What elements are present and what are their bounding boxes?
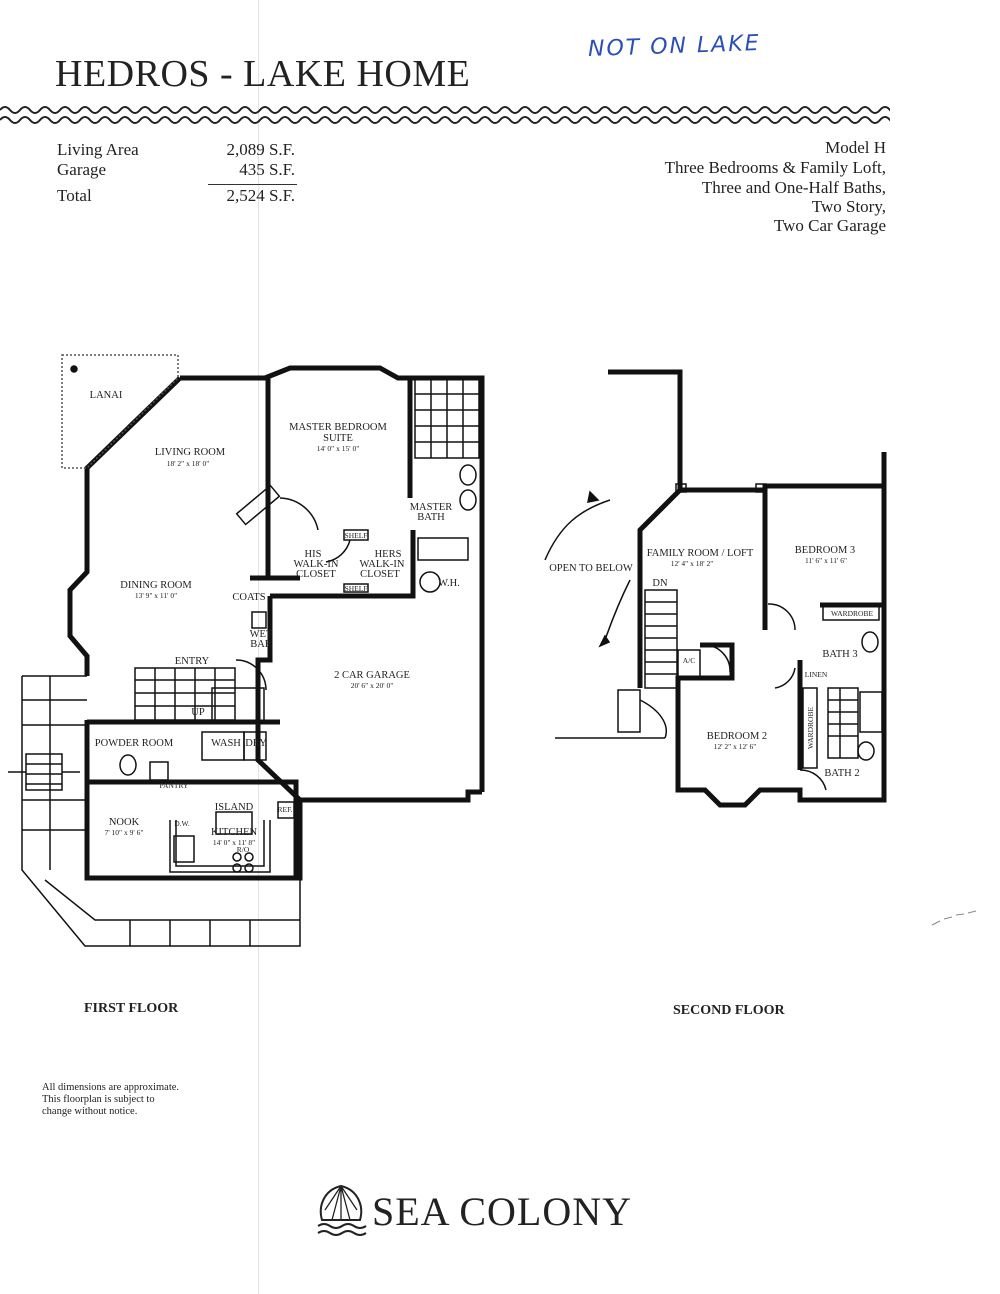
handwritten-note: NOT ON LAKE [587,30,761,63]
dishwasher-label: D.W. [174,819,190,828]
bedroom3-label: BEDROOM 3 [795,545,855,556]
pantry-label: PANTRY [160,781,189,790]
seashell-logo-icon [317,1184,367,1236]
garage-room-label: 2 CAR GARAGE [334,670,410,681]
model-stories: Two Story, [811,197,886,216]
page-title: HEDROS - LAKE HOME [55,53,471,95]
dryer-label: DRY [245,738,267,749]
kitchen-label: KITCHEN [211,827,257,838]
disclaimer-line: All dimensions are approximate. [42,1082,180,1093]
wave-divider [0,106,890,124]
wardrobe-label: WARDROBE [831,609,874,618]
powder-room-label: POWDER ROOM [95,738,174,749]
nook-dim: 7' 10" x 9' 6" [105,828,144,837]
model-baths: Three and One-Half Baths, [701,178,886,197]
lanai-label: LANAI [90,390,123,401]
linen-label: LINEN [805,670,828,679]
bath3-label: BATH 3 [822,649,857,660]
bath2-label: BATH 2 [824,768,859,779]
second-floor-title: SECOND FLOOR [673,1003,785,1018]
water-heater-label: W.H. [438,578,460,589]
pen-scratch [931,910,977,926]
living-area-label: Living Area [57,140,139,159]
master-bedroom-dim: 14' 0" x 15' 0" [317,444,360,453]
dining-room-label: DINING ROOM [120,580,192,591]
master-bath-label-2: BATH [417,512,445,523]
total-value: 2,524 S.F. [226,186,295,205]
model-garage: Two Car Garage [773,216,886,235]
washer-label: WASH [211,738,241,749]
garage-room-dim: 20' 6" x 20' 0" [351,681,394,690]
dining-room-dim: 13' 9" x 11' 0" [135,591,177,600]
island-label: ISLAND [215,802,254,813]
first-floor-title: FIRST FLOOR [84,1001,179,1016]
bedroom2-dim: 12' 2" x 12' 6" [714,742,757,751]
garage-value: 435 S.F. [239,160,295,179]
living-area-value: 2,089 S.F. [226,140,295,159]
hers-closet-label: HERS [375,549,402,560]
ac-label: A/C [683,656,696,665]
refrigerator-label: REF. [277,805,292,814]
open-to-below-label: OPEN TO BELOW [549,563,633,574]
hers-closet-label-3: CLOSET [360,569,400,580]
living-room-label: LIVING ROOM [155,447,226,458]
model-bedrooms: Three Bedrooms & Family Loft, [664,158,886,177]
his-closet-label: HIS [305,549,322,560]
his-closet-label-3: CLOSET [296,569,336,580]
brand-name: SEA COLONY [372,1189,633,1234]
family-room-dim: 12' 4" x 18' 2" [671,559,714,568]
master-bedroom-suite-label: SUITE [323,433,353,444]
bedroom2-label: BEDROOM 2 [707,731,767,742]
wet-bar-label-2: BAR [250,639,272,650]
page-fold-line [258,0,259,1294]
model-name: Model H [825,138,886,157]
total-label: Total [57,186,92,205]
garage-label: Garage [57,160,107,179]
nook-label: NOOK [109,817,140,828]
second-floor-plan: OPEN TO BELOW FAMILY ROOM / LOFT 12' 4" … [544,369,887,808]
wet-bar-label: WET [250,629,273,640]
living-room-dim: 18' 2" x 18' 0" [167,459,210,468]
kitchen-dim: 14' 0" x 11' 8" [213,838,255,847]
disclaimer-line: change without notice. [42,1106,138,1117]
shelf-label-2: SHELF [345,584,368,593]
wardrobe2-label: WARDROBE [806,707,815,750]
stairs-up-label: UP [191,707,205,718]
shelf-label: SHELF [345,531,368,540]
first-floor-plan: LANAI LIVING ROOM 18' 2" x 18' 0" MASTER… [8,354,485,947]
entry-label: ENTRY [175,656,210,667]
stairs-down-label: DN [652,578,668,589]
stat-sum-rule [208,184,297,185]
his-closet-label-2: WALK-IN [294,559,339,570]
master-bedroom-label: MASTER BEDROOM [289,422,387,433]
hers-closet-label-2: WALK-IN [360,559,405,570]
master-bath-label: MASTER [410,502,453,513]
coats-label: COATS [232,592,265,603]
range-oven-label: R/O [237,845,250,854]
disclaimer-line: This floorplan is subject to [42,1094,155,1105]
family-room-label: FAMILY ROOM / LOFT [647,548,754,559]
bedroom3-dim: 11' 6" x 11' 6" [805,556,847,565]
disclaimer: All dimensions are approximate. This flo… [42,1082,232,1118]
